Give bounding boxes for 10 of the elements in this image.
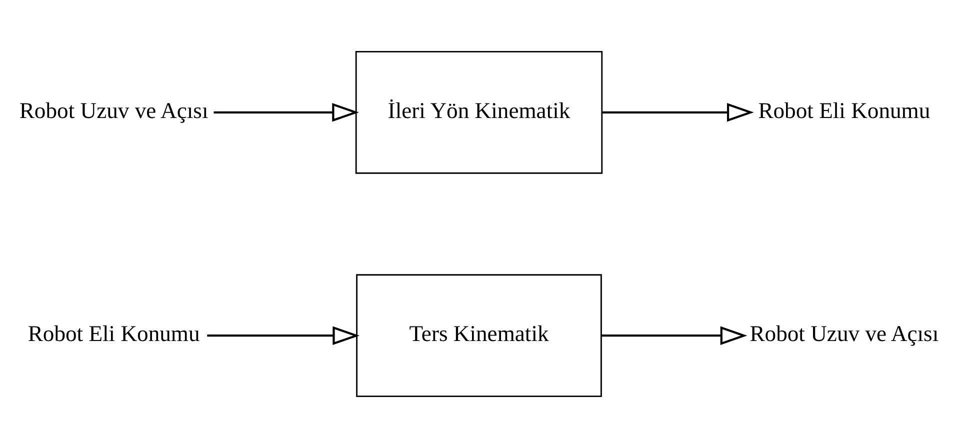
node-text: Robot Eli Konumu xyxy=(28,320,200,346)
node-text: Robot Uzuv ve Açısı xyxy=(750,320,939,346)
arrow xyxy=(207,326,360,345)
arrow xyxy=(602,326,748,345)
node-text: Robot Eli Konumu xyxy=(758,98,930,123)
arrow xyxy=(602,103,754,122)
node-box: Ters Kinematik xyxy=(356,274,602,398)
node-text: Robot Uzuv ve Açısı xyxy=(19,98,208,123)
node-box: İleri Yön Kinematik xyxy=(355,50,603,174)
arrow xyxy=(214,103,359,122)
